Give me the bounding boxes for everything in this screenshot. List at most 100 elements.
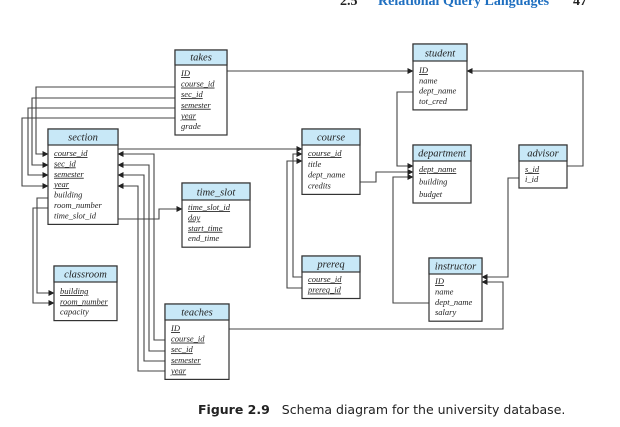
line-advisor-instructor bbox=[481, 177, 519, 280]
attribute: tot_cred bbox=[419, 96, 448, 106]
attribute: ID bbox=[170, 323, 181, 333]
running-header-page: 47 bbox=[573, 0, 587, 9]
line-teaches-section-year bbox=[117, 183, 165, 372]
attribute: building bbox=[54, 190, 82, 200]
attribute: semester bbox=[54, 169, 84, 179]
attribute: start_time bbox=[188, 223, 223, 233]
attribute: credits bbox=[308, 180, 332, 190]
attribute: i_id bbox=[525, 174, 539, 184]
line-teaches-section-sec-id bbox=[117, 162, 165, 352]
table-header bbox=[47, 128, 119, 146]
attribute: capacity bbox=[60, 307, 89, 317]
table-title: time_slot bbox=[197, 188, 237, 199]
attribute: course_id bbox=[171, 334, 205, 344]
attribute: sec_id bbox=[171, 344, 193, 354]
attribute: year bbox=[53, 179, 70, 189]
table-header bbox=[53, 265, 118, 283]
table-title: department bbox=[418, 149, 467, 160]
running-header: 2.5 Relational Query Languages 47 bbox=[340, 0, 587, 9]
attribute: salary bbox=[435, 307, 456, 317]
table-title: teaches bbox=[181, 308, 213, 319]
svg-text:Figure 2.9 Schema diagra: Figure 2.9 Schema diagram for the univer… bbox=[198, 402, 565, 417]
table-header bbox=[174, 49, 228, 66]
line-takes-section-course-id bbox=[35, 86, 175, 157]
line-prereq-course-id bbox=[292, 151, 303, 278]
line-course-department bbox=[360, 169, 414, 183]
table-title: student bbox=[425, 49, 456, 60]
line-section-classroom-room-number bbox=[32, 207, 55, 306]
table-header bbox=[181, 182, 251, 201]
attribute: year bbox=[170, 365, 187, 375]
line-student-department bbox=[396, 91, 414, 169]
table-title: prereq bbox=[316, 260, 344, 271]
table-title: classroom bbox=[64, 270, 107, 281]
table-title: instructor bbox=[435, 262, 477, 273]
attribute: budget bbox=[419, 189, 443, 199]
line-takes-section-semester bbox=[27, 107, 175, 178]
table-header bbox=[428, 257, 483, 275]
attribute: room_number bbox=[60, 296, 109, 306]
table-department: department dept_name building budget bbox=[412, 144, 472, 204]
running-header-section: 2.5 bbox=[340, 0, 358, 9]
attribute: name bbox=[435, 286, 454, 296]
line-takes-section-sec-id bbox=[31, 97, 175, 168]
attribute: course_id bbox=[54, 148, 88, 158]
attribute: ID bbox=[418, 65, 429, 75]
attribute: building bbox=[419, 177, 447, 187]
table-title: course bbox=[317, 133, 345, 144]
table-title: section bbox=[68, 133, 98, 144]
table-title: takes bbox=[190, 53, 212, 64]
attribute: dept_name bbox=[419, 86, 457, 96]
attribute: name bbox=[419, 75, 438, 85]
table-title: advisor bbox=[527, 149, 559, 160]
attribute: ID bbox=[180, 68, 191, 78]
attribute: semester bbox=[171, 355, 201, 365]
figure-caption: Figure 2.9 Schema diagram for the univer… bbox=[198, 402, 565, 417]
attribute: dept_name bbox=[419, 164, 457, 174]
attribute: s_id bbox=[525, 164, 540, 174]
attribute: day bbox=[188, 212, 201, 222]
line-section-classroom-building bbox=[36, 197, 55, 296]
table-section: section course_idsec_idsemesteryearbuildi… bbox=[47, 128, 119, 226]
attribute: dept_name bbox=[435, 297, 473, 307]
attribute: sec_id bbox=[54, 158, 76, 168]
table-header bbox=[301, 128, 361, 146]
attribute: course_id bbox=[308, 274, 342, 284]
attribute: time_slot_id bbox=[188, 202, 231, 212]
table-header bbox=[164, 303, 230, 321]
attribute: title bbox=[308, 159, 321, 169]
table-header bbox=[518, 144, 568, 162]
table-header bbox=[412, 43, 468, 62]
tables: takesIDcourse_idsec_idsemesteryeargrades… bbox=[47, 43, 568, 381]
table-header bbox=[412, 144, 472, 162]
attribute: course_id bbox=[181, 79, 215, 89]
table-time-slot: time_slot time_slot_iddaystart_timeend_ti… bbox=[181, 182, 251, 248]
table-header bbox=[301, 255, 361, 273]
line-teaches-section-course-id bbox=[117, 151, 165, 341]
attribute: dept_name bbox=[308, 170, 346, 180]
table-advisor: advisor s_idi_id bbox=[518, 144, 568, 189]
attribute: grade bbox=[181, 121, 201, 131]
line-section-time-slot bbox=[118, 206, 183, 220]
relationship-lines bbox=[21, 68, 584, 372]
attribute: end_time bbox=[188, 233, 219, 243]
attribute: ID bbox=[434, 276, 445, 286]
attribute: course_id bbox=[308, 148, 342, 158]
line-prereq-prereq-id bbox=[286, 158, 303, 289]
attribute: prereq_id bbox=[307, 285, 342, 295]
attribute: building bbox=[60, 286, 88, 296]
line-teaches-section-semester bbox=[117, 172, 165, 362]
line-advisor-student bbox=[466, 68, 584, 167]
attribute: room_number bbox=[54, 200, 103, 210]
caption-label: Figure 2.9 bbox=[198, 402, 270, 417]
attribute: time_slot_id bbox=[54, 210, 97, 220]
attribute: year bbox=[180, 110, 197, 120]
